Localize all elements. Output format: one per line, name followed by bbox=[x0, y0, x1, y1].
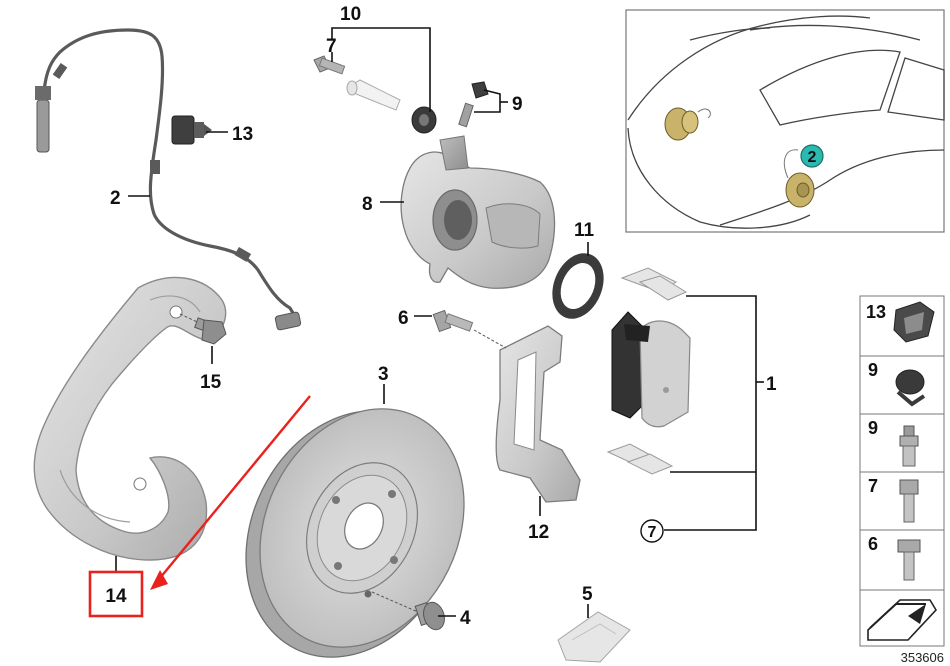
sensor-cable bbox=[40, 28, 298, 319]
callout-1: 1 bbox=[766, 374, 777, 395]
parts-sidebar: 13 9 9 7 6 bbox=[859, 295, 945, 647]
car-outline bbox=[627, 15, 945, 229]
clip-icon bbox=[893, 301, 935, 343]
cable-grommet-1 bbox=[52, 62, 68, 80]
wheel-speed-sensor bbox=[35, 28, 302, 331]
sensor-tip bbox=[36, 99, 50, 153]
brake-caliper bbox=[400, 135, 556, 289]
callout-13: 13 bbox=[232, 124, 253, 145]
callout-15: 15 bbox=[200, 372, 222, 393]
cable-grommet-3 bbox=[234, 247, 252, 262]
inset-brake-right bbox=[783, 149, 815, 208]
disc-screw-part bbox=[371, 591, 445, 631]
carrier-bolt-part bbox=[432, 309, 507, 349]
inset-marker-number: 2 bbox=[808, 149, 817, 166]
cable-clip-part bbox=[171, 115, 212, 145]
leader-lines bbox=[115, 27, 764, 618]
callout-7-caliper: 7 bbox=[326, 36, 337, 57]
sidebar-number-5: 6 bbox=[868, 534, 878, 554]
bleeder-valve-icon bbox=[899, 425, 919, 467]
sensor-collar bbox=[35, 86, 51, 100]
bleeder-valve-part bbox=[458, 102, 474, 128]
inset-marker-circle bbox=[800, 144, 824, 168]
highlight-annotation: 14 bbox=[88, 395, 311, 618]
sensor-connector bbox=[274, 311, 302, 331]
sidebar-number-2: 9 bbox=[868, 360, 878, 380]
diagram-reference-number: 353606 bbox=[901, 650, 944, 665]
callout-5: 5 bbox=[582, 584, 593, 605]
callout-3: 3 bbox=[378, 364, 389, 385]
callout-7-circle bbox=[640, 519, 664, 543]
sidebar-number-1: 13 bbox=[866, 302, 886, 322]
callout-6: 6 bbox=[398, 308, 409, 329]
brake-disc bbox=[245, 408, 465, 658]
navigate-arrow-icon bbox=[867, 599, 937, 641]
brake-backing-plate bbox=[33, 276, 227, 561]
callout-14: 14 bbox=[105, 586, 127, 607]
shield-bolt-part bbox=[179, 313, 227, 345]
inset-brake-left bbox=[664, 107, 711, 141]
callout-4: 4 bbox=[460, 608, 471, 629]
cable-grommet-2 bbox=[150, 160, 160, 174]
guide-bolt-icon bbox=[899, 479, 919, 523]
highlight-arrow-line bbox=[159, 395, 311, 579]
bolt-icon bbox=[897, 539, 921, 581]
brake-pad-set bbox=[611, 311, 691, 428]
piston-seal-ring bbox=[552, 253, 604, 319]
bleeder-cap-icon bbox=[895, 369, 926, 407]
pad-clip-upper bbox=[620, 267, 688, 301]
callout-11: 11 bbox=[574, 220, 595, 241]
callout-2: 2 bbox=[110, 188, 121, 209]
callout-12: 12 bbox=[528, 522, 549, 543]
callout-7-pads: 7 bbox=[648, 524, 657, 541]
grease-sachet-part bbox=[557, 611, 631, 663]
vehicle-location-inset: 2 bbox=[625, 9, 945, 233]
callout-10: 10 bbox=[340, 4, 361, 25]
bleeder-cap-part bbox=[471, 81, 489, 99]
caliper-carrier bbox=[495, 325, 581, 503]
dust-boot-part bbox=[411, 106, 437, 134]
highlight-arrow-head bbox=[150, 570, 168, 590]
guide-bolt-part bbox=[313, 55, 346, 75]
callout-8: 8 bbox=[362, 194, 373, 215]
guide-sleeve-part bbox=[346, 79, 401, 111]
sidebar-number-3: 9 bbox=[868, 418, 878, 438]
sidebar-number-4: 7 bbox=[868, 476, 878, 496]
highlight-box bbox=[88, 570, 144, 618]
pad-clip-lower bbox=[606, 443, 674, 475]
callout-9: 9 bbox=[512, 94, 523, 115]
callout-numbers: 10 7 9 13 2 8 11 6 15 3 1 12 4 5 7 bbox=[110, 4, 777, 629]
